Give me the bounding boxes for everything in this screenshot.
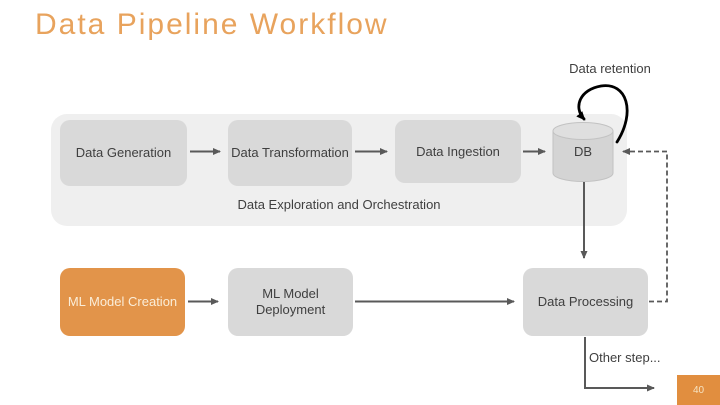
node-ml-model-deployment: ML Model Deployment	[228, 268, 353, 336]
node-db-label: DB	[573, 144, 593, 159]
node-data-processing: Data Processing	[523, 268, 648, 336]
node-label: Data Transformation	[231, 145, 349, 160]
node-label: ML Model Deployment	[255, 286, 326, 317]
page-number-value: 40	[692, 384, 705, 396]
node-label: Data Processing	[537, 294, 634, 309]
data-retention-label: Data retention	[569, 61, 651, 76]
exploration-orchestration-label: Data Exploration and Orchestration	[237, 197, 441, 212]
other-step-label: Other step...	[589, 350, 661, 365]
node-data-ingestion: Data Ingestion	[395, 120, 521, 183]
node-ml-model-creation: ML Model Creation	[60, 268, 185, 336]
node-label: Data Ingestion	[416, 143, 500, 159]
node-data-generation: Data Generation	[60, 120, 187, 186]
slide-title: Data Pipeline Workflow	[35, 8, 389, 41]
node-label: ML Model Creation	[67, 294, 178, 309]
node-label: Data Generation	[75, 145, 172, 160]
node-data-transformation: Data Transformation	[228, 120, 352, 186]
page-number-badge: 40	[677, 375, 720, 405]
